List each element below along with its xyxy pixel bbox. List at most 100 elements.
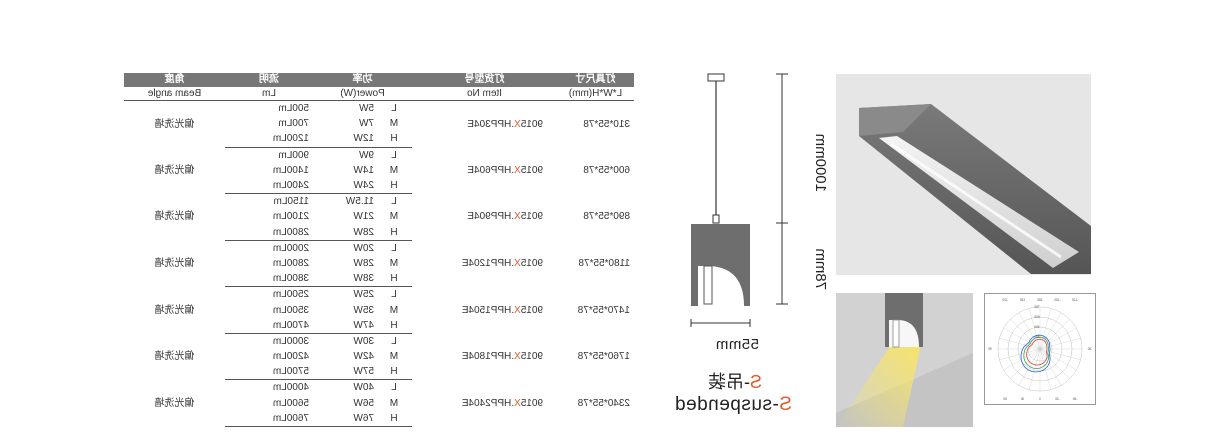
diffuser-plate: [703, 265, 713, 305]
polar-spoke: [999, 337, 1041, 350]
power-cell: 42W: [353, 351, 374, 363]
polar-scale-label: 750: [1034, 305, 1040, 309]
lumen-cell: 3000Lm: [272, 335, 309, 347]
power-level-cell: L: [391, 149, 397, 161]
product-render-detail: [836, 293, 973, 427]
header-cell-cn: 灯货型号: [412, 73, 557, 87]
polar-angle-label: -30: [1055, 397, 1060, 401]
lumen-cell: 4200Lm: [272, 351, 309, 363]
header-cell-en: Lm: [225, 87, 313, 101]
power-level-cell: H: [376, 177, 412, 194]
fixture-dimension-drawing: [690, 73, 788, 327]
power-level-cell: L: [391, 242, 397, 254]
power-level-cell: L: [391, 103, 397, 115]
power-level-cell: H: [376, 131, 412, 148]
beam-angle-cell: 偏光洗墙: [154, 397, 195, 409]
lumen-cell: 900Lm: [278, 149, 309, 161]
header-cell-en: Beam angle: [124, 87, 225, 101]
product-render-main: [836, 74, 1091, 275]
length-dimension-label: 1000mm: [812, 133, 829, 192]
polar-spoke: [1028, 348, 1041, 390]
power-cell: 28W: [313, 224, 376, 241]
fixture-size-cell: 1180*55*78: [578, 257, 630, 269]
power-level-cell: H: [376, 271, 412, 287]
polar-spoke: [1018, 312, 1041, 350]
beam-angle-cell: 偏光洗墙: [154, 211, 195, 223]
beam-angle-cell: 偏光洗墙: [154, 164, 195, 176]
power-level-cell: M: [389, 397, 399, 409]
header-cell-en: Power(W): [313, 87, 412, 101]
polar-angle-label: -60: [1072, 397, 1077, 401]
power-cell: 25W: [353, 289, 374, 301]
beam-angle-cell: 偏光洗墙: [154, 304, 195, 316]
install-type-cn: S-吊装: [707, 372, 762, 392]
width-dimension-label: 55mm: [715, 336, 759, 353]
power-cell: 24W: [313, 177, 376, 194]
lumen-cell: 2000Lm: [272, 242, 309, 254]
header-cell-en: L*W*H(mm): [557, 87, 634, 101]
lumen-cell: 500Lm: [278, 103, 309, 115]
polar-spoke: [1039, 308, 1052, 350]
power-cell: 21W: [353, 211, 374, 223]
polar-spoke: [1039, 348, 1077, 371]
power-cell: 38W: [313, 271, 376, 287]
polar-spoke: [1039, 348, 1070, 379]
header-cell-cn: 功率: [313, 73, 412, 87]
power-cell: 12W: [313, 131, 376, 148]
item-no-cell: 9015X.HPP904E: [467, 211, 543, 223]
power-cell: 76W: [313, 410, 376, 427]
power-level-cell: L: [391, 335, 397, 347]
polar-spoke: [1003, 327, 1041, 350]
polar-angle-label: -150: [1054, 298, 1061, 302]
polar-angle-label: 180: [1037, 298, 1043, 302]
power-cell: 20W: [353, 242, 374, 254]
lumen-cell: 3500Lm: [272, 304, 309, 316]
fixture-body-face: [859, 104, 931, 136]
power-cell: 11.5W: [345, 196, 374, 208]
lumen-cell: 4700Lm: [225, 317, 313, 334]
polar-angle-label: -90: [1087, 347, 1092, 351]
power-cell: 9W: [359, 149, 374, 161]
power-cell: 35W: [353, 304, 374, 316]
height-dimension-label: 78mm: [812, 248, 829, 290]
lumen-cell: 5700Lm: [225, 364, 313, 380]
lumen-cell: 3800Lm: [225, 271, 313, 287]
power-level-cell: M: [389, 164, 399, 176]
power-cell: 57W: [313, 364, 376, 380]
polar-spoke: [1039, 312, 1062, 350]
lumen-cell: 1150Lm: [273, 196, 309, 208]
item-no-cell: 9015X.HPP2404E: [461, 397, 543, 409]
polar-spoke: [1039, 348, 1062, 386]
polar-angle-label: 30: [1021, 397, 1025, 401]
power-cell: 47W: [313, 317, 376, 334]
polar-scale-label: 300: [1034, 335, 1040, 339]
ceiling-canopy: [707, 73, 725, 82]
power-cell: 56W: [353, 397, 374, 409]
polar-curve-0: [1020, 334, 1051, 373]
lumen-cell: 7600Lm: [225, 410, 313, 427]
power-level-cell: H: [376, 364, 412, 380]
power-cell: 28W: [353, 257, 374, 269]
polar-angle-label: 90: [988, 347, 992, 351]
power-cell: 30W: [353, 335, 374, 347]
table-header-cn: 灯具尺寸灯货型号功率流明角度: [124, 73, 634, 87]
lumen-cell: 2500Lm: [272, 289, 309, 301]
polar-curve-1: [1023, 336, 1050, 370]
header-cell-cn: 灯具尺寸: [557, 73, 634, 87]
polar-spoke: [1003, 348, 1041, 371]
power-cell: 40W: [353, 382, 374, 394]
wire-clamp: [712, 214, 720, 224]
power-level-cell: M: [389, 351, 399, 363]
polar-angle-label: 60: [1003, 397, 1007, 401]
polar-angle-label: -120: [1072, 298, 1079, 302]
install-type-en: S-suspended: [674, 394, 792, 415]
header-cell-cn: 角度: [124, 73, 225, 87]
item-no-cell: 9015X.HPP1204E: [461, 257, 543, 269]
item-no-cell: 9015X.HPP304E: [467, 118, 543, 130]
